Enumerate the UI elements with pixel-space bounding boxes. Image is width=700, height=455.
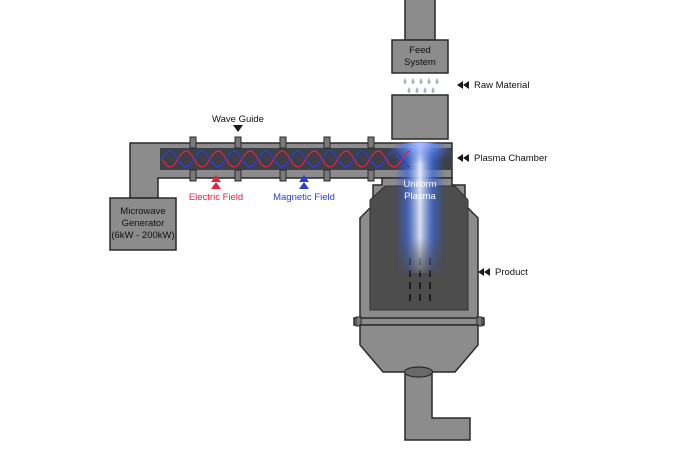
product-particle-2-3 xyxy=(429,294,431,301)
raw-material-label: Raw Material xyxy=(474,80,529,91)
plasma-chamber-label: Plasma Chamber xyxy=(474,153,547,164)
droplet-1-1 xyxy=(415,87,419,93)
flange-bolt-right xyxy=(476,316,483,327)
product-label: Product xyxy=(495,267,528,278)
feed-system-box xyxy=(391,39,449,74)
raw-material-pointer: Raw Material xyxy=(457,80,529,91)
field-waves xyxy=(161,150,411,168)
plasma-chamber-pointer: Plasma Chamber xyxy=(457,153,547,164)
flange-post-top-4 xyxy=(323,136,331,149)
flange-post-bottom-2 xyxy=(234,169,242,182)
flange-post-top-3 xyxy=(279,136,287,149)
product-pointer: Product xyxy=(478,267,528,278)
flange-bolt-left xyxy=(355,316,362,327)
microwave-generator-box xyxy=(109,197,177,251)
electric-field-wave xyxy=(161,150,411,168)
flange-post-bottom-5 xyxy=(367,169,375,182)
uniform-plasma-label-line1: Uniform xyxy=(403,179,436,190)
double-left-triangle-icon xyxy=(478,268,490,276)
double-left-triangle-icon xyxy=(457,81,469,89)
electric-field-up-triangle-icon xyxy=(211,175,221,189)
raw-material-hopper xyxy=(391,94,449,140)
product-particle-0-2 xyxy=(409,282,411,289)
reactor-flange xyxy=(353,317,485,326)
product-particle-0-3 xyxy=(409,294,411,301)
flange-post-bottom-4 xyxy=(323,169,331,182)
waveguide-flanges xyxy=(189,136,375,182)
outlet-pipe xyxy=(404,371,471,441)
outlet-pipe-opening xyxy=(403,366,434,378)
collection-hopper xyxy=(359,324,479,373)
droplet-0-2 xyxy=(419,78,423,84)
droplet-0-0 xyxy=(403,78,407,84)
droplet-1-3 xyxy=(431,87,435,93)
electric-field-label: Electric Field xyxy=(189,192,243,203)
magnetic-field-wave xyxy=(161,150,411,168)
feed-duct xyxy=(404,0,436,41)
feed-system-label-line2: System xyxy=(404,57,436,68)
flange-post-top-2 xyxy=(234,136,242,149)
microwave-generator-label-line3: (6kW - 200kW) xyxy=(111,230,174,241)
microwave-generator-label-line2: Generator xyxy=(122,218,165,229)
droplet-1-0 xyxy=(407,87,411,93)
magnetic-field-up-triangle-icon xyxy=(299,175,309,189)
feed-system-label-line1: Feed xyxy=(409,45,431,56)
flange-post-bottom-1 xyxy=(189,169,197,182)
double-left-triangle-icon xyxy=(457,154,469,162)
product-particle-2-2 xyxy=(429,282,431,289)
droplet-0-4 xyxy=(435,78,439,84)
product-particle-2-1 xyxy=(429,270,431,277)
product-particle-1-1 xyxy=(419,270,421,277)
wave-guide-label: Wave Guide xyxy=(212,114,264,125)
uniform-plasma-label-line2: Plasma xyxy=(404,191,436,202)
microwave-generator-label-line1: Microwave xyxy=(120,206,165,217)
flange-post-top-5 xyxy=(367,136,375,149)
flange-post-bottom-3 xyxy=(279,169,287,182)
droplet-0-3 xyxy=(427,78,431,84)
product-particle-1-3 xyxy=(419,294,421,301)
droplet-0-1 xyxy=(411,78,415,84)
flange-post-top-1 xyxy=(189,136,197,149)
droplet-1-2 xyxy=(423,87,427,93)
wave-guide-down-triangle-icon xyxy=(233,125,243,132)
uniform-plasma-column xyxy=(386,142,454,273)
product-particle-1-2 xyxy=(419,282,421,289)
raw-material-droplets xyxy=(403,78,439,93)
product-particle-0-1 xyxy=(409,270,411,277)
magnetic-field-label: Magnetic Field xyxy=(273,192,335,203)
